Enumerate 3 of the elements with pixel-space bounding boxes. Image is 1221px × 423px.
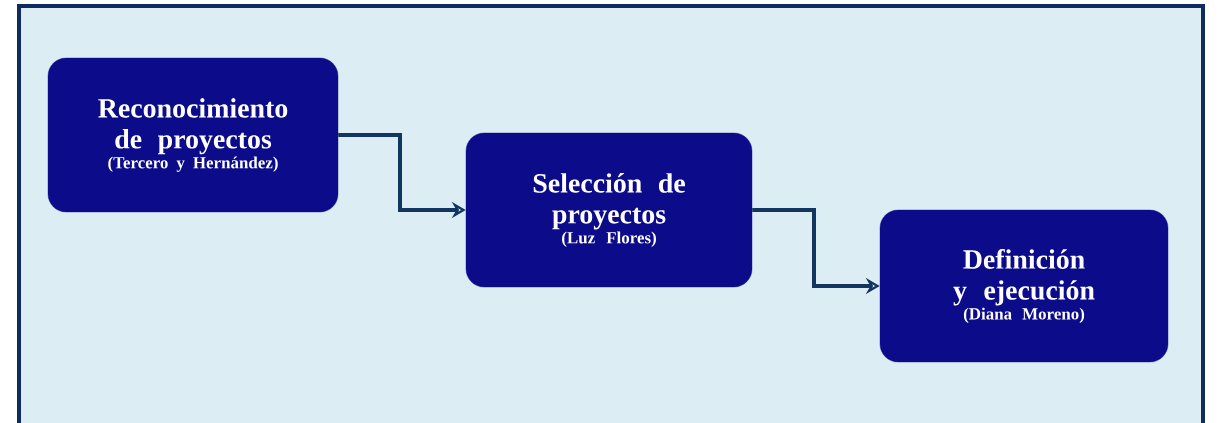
process-box: Definición y ejecución (Diana Moreno): [879, 209, 1169, 363]
process-box: Selección de proyectos (Luz Flores): [465, 132, 753, 288]
process-box: Reconocimiento de proyectos (Tercero y Hernández): [47, 57, 339, 213]
